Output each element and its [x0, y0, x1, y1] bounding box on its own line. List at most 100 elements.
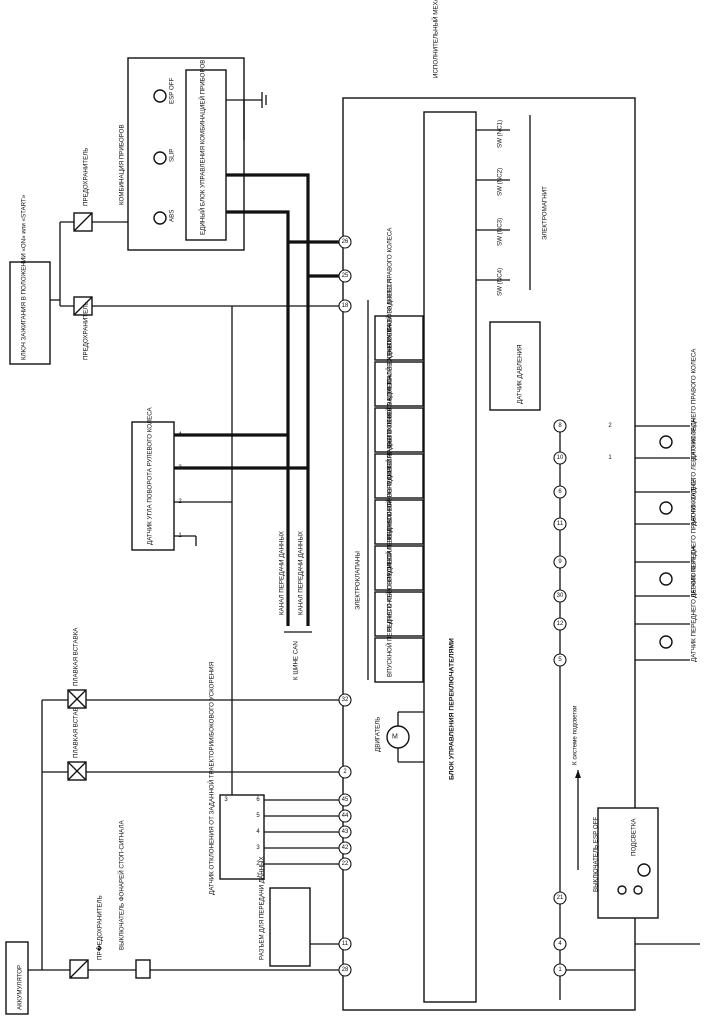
pin-ign: 18: [338, 299, 352, 313]
svg-text:ПЛАВКАЯ ВСТАВКА: ПЛАВКАЯ ВСТАВКА: [73, 699, 80, 758]
svg-text:43: 43: [342, 829, 349, 835]
pin-wss-4: 9: [553, 555, 567, 569]
svg-text:ЕДИНЫЙ БЛОК УПРАВЛЕНИЯ КОМБИНА: ЕДИНЫЙ БЛОК УПРАВЛЕНИЯ КОМБИНАЦИЕЙ ПРИБО…: [199, 60, 207, 235]
sw-nc2: SW (NC2): [476, 168, 510, 196]
to-lighting-label: К системе подсветки: [572, 705, 579, 765]
svg-text:ВЫПУСКНОЙ ПЕРЕДНЕГО ЛЕВОГО КОЛ: ВЫПУСКНОЙ ПЕРЕДНЕГО ЛЕВОГО КОЛЕСА: [386, 498, 394, 631]
svg-text:ВПУСКНОЙ ПЕРЕДНЕГО ПРАВОГО КОЛ: ВПУСКНОЙ ПЕРЕДНЕГО ПРАВОГО КОЛЕСА: [386, 453, 394, 585]
svg-text:ДВИГАТЕЛЬ: ДВИГАТЕЛЬ: [375, 717, 382, 752]
valve-0: ВЫПУСКНОЙ ЗАДНЕГО ПРАВОГО КОЛЕСА: [374, 227, 424, 361]
pin-wss-3: 11: [553, 517, 567, 531]
svg-text:ВЫКЛЮЧАТЕЛЬ ФОНАРЕЙ СТОП-СИГНА: ВЫКЛЮЧАТЕЛЬ ФОНАРЕЙ СТОП-СИГНАЛА: [118, 819, 126, 950]
valve-group: ВЫПУСКНОЙ ЗАДНЕГО ПРАВОГО КОЛЕСА ВПУСКНО…: [374, 227, 424, 683]
pin-bottom-0: 1: [553, 963, 567, 977]
pin-yaw-2: 43: [338, 825, 352, 839]
yaw-conn-pin-4: 2: [256, 861, 260, 867]
dlc-label: РАЗЪЕМ ДЛЯ ПЕРЕДАЧИ ДАННЫХ: [259, 856, 266, 960]
svg-text:ДАТЧИК ЗАДНЕГО ПРАВОГО КОЛЕСА: ДАТЧИК ЗАДНЕГО ПРАВОГО КОЛЕСА: [691, 348, 698, 460]
svg-text:ВЫПУСКНОЙ ПЕРЕДНЕГО ПРАВОГО КО: ВЫПУСКНОЙ ПЕРЕДНЕГО ПРАВОГО КОЛЕСА: [386, 402, 394, 539]
svg-text:ESP OFF: ESP OFF: [169, 77, 176, 104]
ign-switch-label: КЛЮЧ ЗАЖИГАНИЯ В ПОЛОЖЕНИИ «ON» или «STA…: [21, 194, 28, 360]
svg-text:К системе подсветки: К системе подсветки: [572, 705, 579, 765]
valve-4: ВЫПУСКНОЙ ПЕРЕДНЕГО ПРАВОГО КОЛЕСА: [374, 402, 424, 545]
pin-yaw-0: 45: [338, 793, 352, 807]
svg-text:8: 8: [558, 423, 562, 429]
ecu-label: БЛОК УПРАВЛЕНИЯ ПЕРЕКЛЮЧАТЕЛЯМИ: [449, 638, 456, 780]
steer-pin-2: 2: [178, 499, 182, 505]
wss-conn-pin-1: 1: [608, 455, 612, 461]
svg-text:ВПУСКНОЙ ЗАДНЕГО ПРАВОГО КОЛЕС: ВПУСКНОЙ ЗАДНЕГО ПРАВОГО КОЛЕСА: [386, 278, 394, 401]
svg-text:6: 6: [558, 489, 562, 495]
sw-nc4: SW (NC4): [476, 268, 510, 296]
battery-label: АККУМУЛЯТОР: [17, 965, 24, 1010]
svg-text:ПОДСВЕТКА: ПОДСВЕТКА: [631, 818, 638, 856]
yaw-conn-pin-0: 6: [256, 797, 260, 803]
svg-text:18: 18: [342, 303, 349, 309]
svg-text:4: 4: [558, 941, 562, 947]
pressure-sensor-box: [489, 321, 541, 411]
svg-text:30: 30: [557, 593, 564, 599]
steer-pin-3: 1: [178, 533, 182, 539]
fuse-meter: ПРЕДОХРАНИТЕЛЬ: [73, 148, 93, 232]
wss-conn-pin-0: 2: [608, 423, 612, 429]
svg-text:ИСПОЛНИТЕЛЬНЫЙ МЕХАНИЗМ И БЛОК: ИСПОЛНИТЕЛЬНЫЙ МЕХАНИЗМ И БЛОК УПРАВЛЕНИ…: [432, 0, 440, 78]
svg-text:28: 28: [342, 967, 349, 973]
yaw-conn-pin-1: 5: [256, 813, 260, 819]
svg-text:21: 21: [557, 895, 564, 901]
svg-text:SW (NC1): SW (NC1): [497, 120, 504, 148]
pin-wss-6: 12: [553, 617, 567, 631]
svg-text:ЭЛЕКТРОКЛАПАНЫ: ЭЛЕКТРОКЛАПАНЫ: [355, 551, 362, 610]
pin-stop: 28: [338, 963, 352, 977]
svg-text:ВЫПУСКНОЙ ЗАДНЕГО ЛЕВОГО КОЛЕС: ВЫПУСКНОЙ ЗАДНЕГО ЛЕВОГО КОЛЕСА: [386, 323, 394, 447]
pin-yaw-3: 42: [338, 841, 352, 855]
svg-text:42: 42: [342, 845, 349, 851]
svg-text:К ШИНЕ CAN: К ШИНЕ CAN: [293, 641, 300, 680]
svg-text:ВПУСКНОЙ ЗАДНЕГО ЛЕВОГО КОЛЕСА: ВПУСКНОЙ ЗАДНЕГО ЛЕВОГО КОЛЕСА: [386, 374, 394, 493]
yaw-sensor-box: [219, 794, 265, 880]
svg-text:SW (NC4): SW (NC4): [497, 268, 504, 296]
fusible-link-1: ПЛАВКАЯ ВСТАВКА: [67, 627, 87, 709]
meter-ecu-box: [185, 69, 227, 241]
svg-text:КАНАЛ ПЕРЕДАЧИ ДАННЫХ: КАНАЛ ПЕРЕДАЧИ ДАННЫХ: [279, 531, 286, 615]
wss-2: ДАТЧИК ПЕРЕДНЕГО ПРАВОГО КОЛЕСА: [635, 477, 698, 598]
valve-6: ВЫПУСКНОЙ ПЕРЕДНЕГО ЛЕВОГО КОЛЕСА: [374, 498, 424, 637]
svg-text:ПРЕДОХРАНИТЕЛЬ: ПРЕДОХРАНИТЕЛЬ: [83, 148, 90, 206]
wss-group: ДАТЧИК ЗАДНЕГО ПРАВОГО КОЛЕСА ДАТЧИК ЗАД…: [635, 348, 698, 662]
hydraulic-unit-label: ИСПОЛНИТЕЛЬНЫЙ МЕХАНИЗМ И БЛОК УПРАВЛЕНИ…: [432, 0, 440, 78]
fuse-ign: ПРЕДОХРАНИТЕЛЬ: [73, 296, 93, 360]
pin-wss-0: 8: [553, 419, 567, 433]
ecu-box: [423, 111, 477, 1003]
svg-text:SW (NC3): SW (NC3): [497, 218, 504, 246]
svg-text:БЛОК УПРАВЛЕНИЯ ПЕРЕКЛЮЧАТЕЛЯМ: БЛОК УПРАВЛЕНИЯ ПЕРЕКЛЮЧАТЕЛЯМИ: [449, 638, 456, 780]
svg-text:ПРЕДОХРАНИТЕЛЬ: ПРЕДОХРАНИТЕЛЬ: [83, 302, 90, 360]
svg-text:5: 5: [558, 657, 562, 663]
svg-text:КЛЮЧ ЗАЖИГАНИЯ В ПОЛОЖЕНИИ «ON: КЛЮЧ ЗАЖИГАНИЯ В ПОЛОЖЕНИИ «ON» или «STA…: [21, 194, 28, 360]
svg-text:11: 11: [557, 521, 564, 527]
svg-text:11: 11: [342, 941, 349, 947]
wss-1: ДАТЧИК ЗАДНЕГО ЛЕВОГО КОЛЕСА: [635, 418, 698, 526]
steering-sensor-label: ДАТЧИК УГЛА ПОВОРОТА РУЛЕВОГО КОЛЕСА: [147, 406, 154, 545]
svg-text:ДАТЧИК ПЕРЕДНЕГО ПРАВОГО КОЛЕС: ДАТЧИК ПЕРЕДНЕГО ПРАВОГО КОЛЕСА: [691, 477, 698, 598]
svg-text:9: 9: [558, 559, 562, 565]
svg-text:ВПУСКНОЙ ПЕРЕДНЕГО ЛЕВОГО КОЛЕ: ВПУСКНОЙ ПЕРЕДНЕГО ЛЕВОГО КОЛЕСА: [386, 550, 394, 677]
solenoids-label: ЭЛЕКТРОМАГНИТ: [542, 186, 549, 240]
valve-7: ВПУСКНОЙ ПЕРЕДНЕГО ЛЕВОГО КОЛЕСА: [374, 550, 424, 683]
pressure-sensor-label: ДАТЧИК ДАВЛЕНИЯ: [517, 345, 524, 404]
pin-fl-supply: 32: [338, 693, 352, 707]
steering-sensor-box: [131, 421, 175, 551]
meter-combo-label: КОМБИНАЦИЯ ПРИБОРОВ: [119, 124, 126, 205]
ign-switch-box: [9, 261, 51, 365]
svg-text:45: 45: [342, 797, 349, 803]
svg-text:22: 22: [342, 861, 349, 867]
esp-off-switch: ВЫКЛЮЧАТЕЛЬ ESP OFF: [593, 807, 659, 919]
steer-pin-0: 4: [178, 432, 182, 438]
can-l-bus: [226, 173, 310, 626]
svg-text:25: 25: [342, 273, 349, 279]
yaw-conn-pin-2: 4: [256, 829, 260, 835]
pin-dlc: 11: [338, 937, 352, 951]
pin-can-l: 25: [338, 269, 352, 283]
pin-bottom-1: 4: [553, 937, 567, 951]
svg-text:26: 26: [342, 239, 349, 245]
fusible-link-2: ПЛАВКАЯ ВСТАВКА: [67, 699, 87, 781]
